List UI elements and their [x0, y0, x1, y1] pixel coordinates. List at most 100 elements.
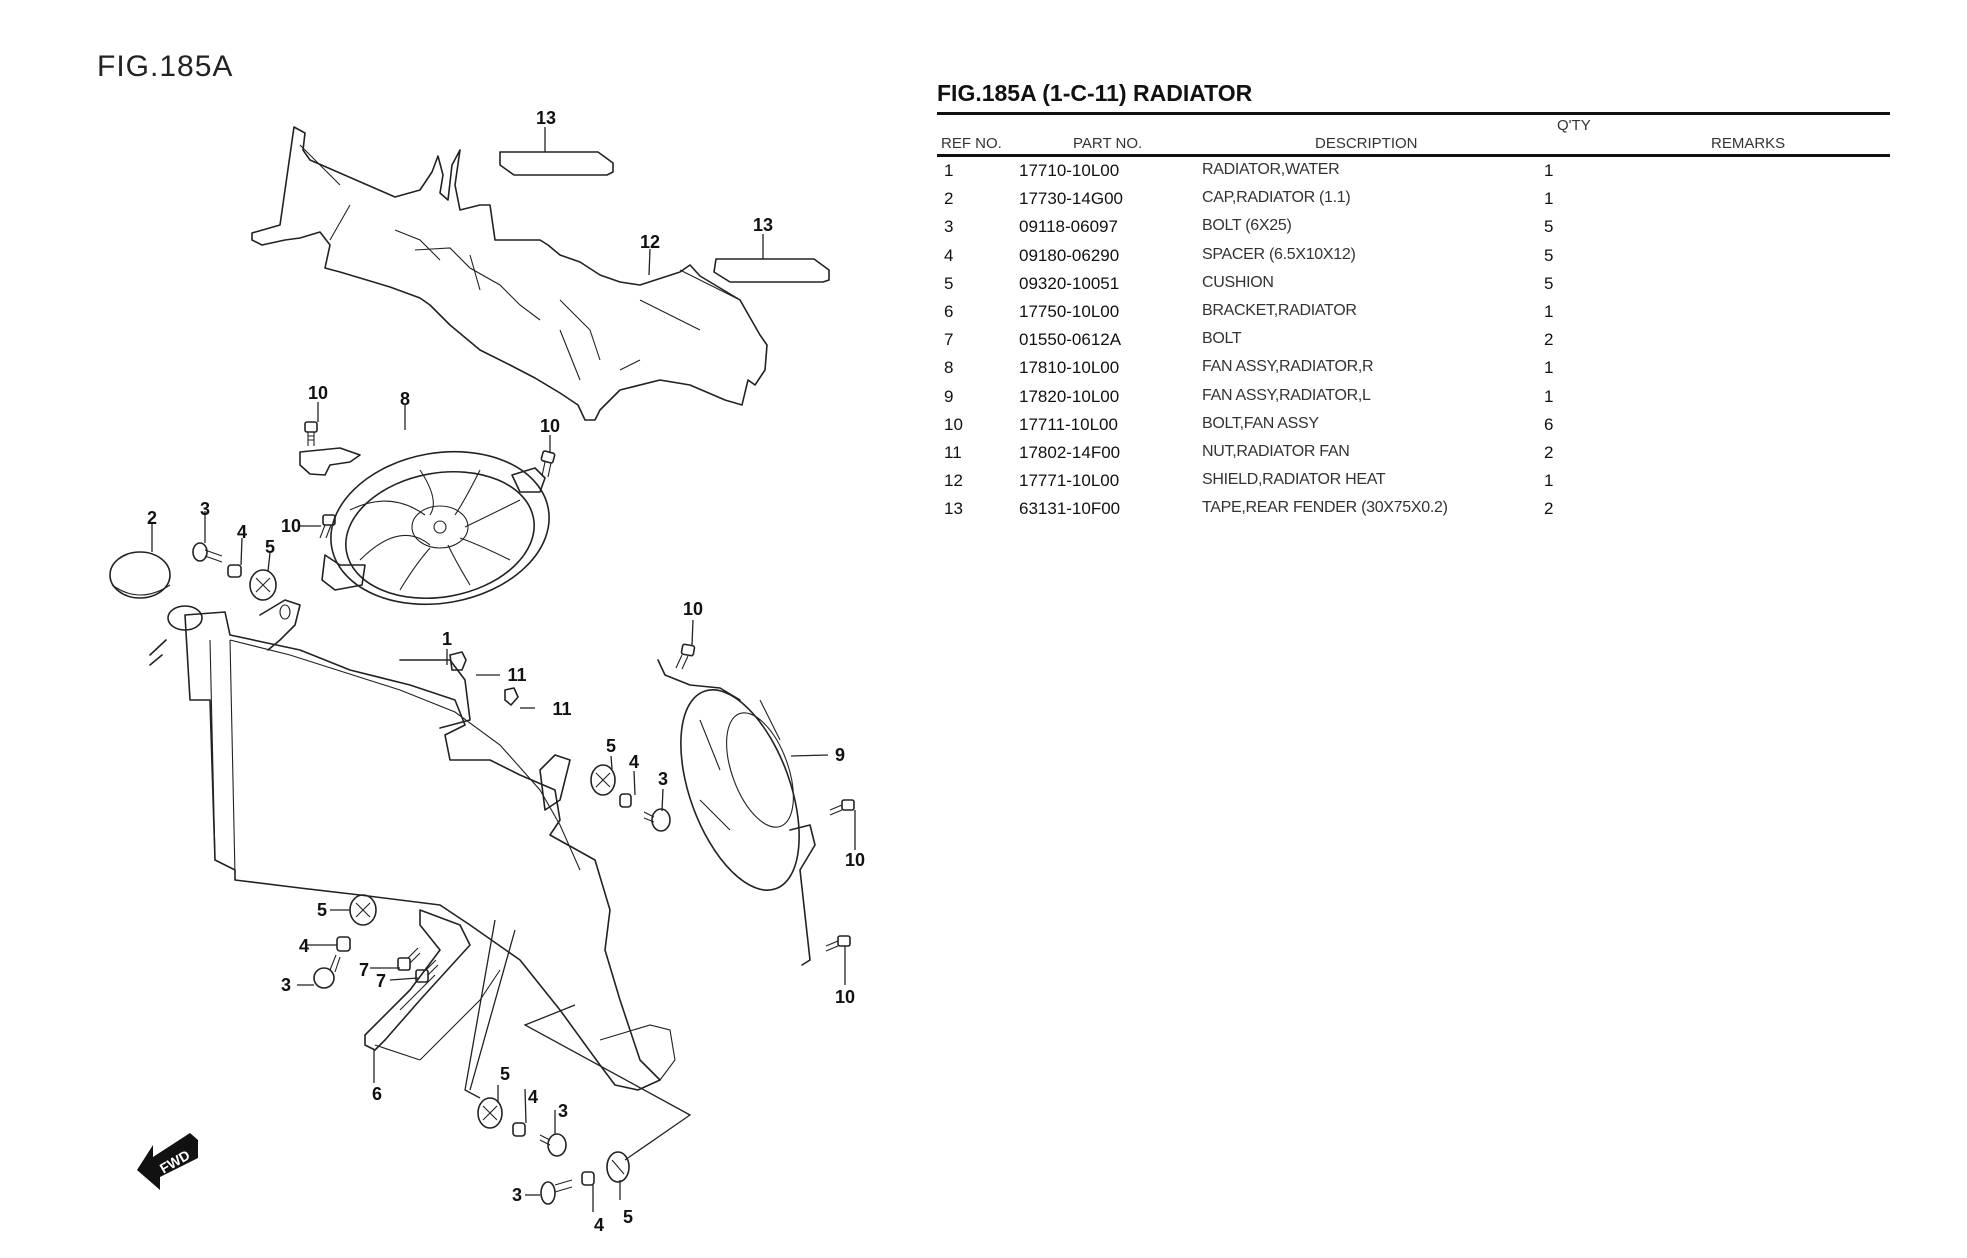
parts-row[interactable]: 12 17771-10L00 SHIELD,RADIATOR HEAT 1 [937, 467, 1890, 495]
qty-cell: 2 [1544, 442, 1554, 462]
parts-row[interactable]: 11 17802-14F00 NUT,RADIATOR FAN 2 [937, 439, 1890, 467]
ref-no-cell: 7 [944, 330, 954, 350]
cushion-right[interactable] [590, 764, 616, 796]
radiator-part[interactable] [149, 599, 676, 1091]
qty-cell: 1 [1544, 161, 1554, 180]
bolt-7-b[interactable] [415, 959, 439, 983]
part-no-cell: 01550-0612A [1019, 330, 1122, 350]
qty-cell: 1 [1544, 358, 1554, 378]
fan-bolt-left-middle[interactable] [829, 799, 855, 816]
callout-11-a: 11 [507, 665, 526, 685]
parts-row[interactable]: 8 17810-10L00 FAN ASSY,RADIATOR,R 1 [937, 354, 1890, 382]
parts-row[interactable]: 9 17820-10L00 FAN ASSY,RADIATOR,L 1 [937, 383, 1890, 411]
bolt-7-a[interactable] [397, 947, 421, 971]
description-cell: CAP,RADIATOR (1.1) [1202, 189, 1351, 207]
ref-no-cell: 5 [944, 273, 954, 293]
bolt-bottom-b[interactable] [540, 1179, 573, 1205]
callout-8: 8 [400, 389, 410, 409]
col-description: DESCRIPTION [1315, 135, 1418, 152]
fan-bolt-upper-left[interactable] [304, 421, 318, 446]
fan-bolt-middle[interactable] [319, 514, 336, 539]
parts-list-rows: 1 17710-10L00 RADIATOR,WATER 1 2 17730-1… [937, 157, 1890, 523]
fan-assy-left-part[interactable] [657, 659, 823, 966]
part-no-cell: 17810-10L00 [1019, 358, 1120, 378]
part-no-cell: 17730-14G00 [1019, 189, 1123, 209]
exploded-parts-diagram: FWD 13 [109, 108, 865, 1235]
bolt-bottom-a[interactable] [539, 1133, 567, 1157]
ref-no-cell: 3 [944, 217, 954, 237]
radiator-bracket-part[interactable] [364, 909, 501, 1061]
part-no-cell: 17750-10L00 [1019, 301, 1120, 321]
callout-9: 9 [835, 745, 845, 765]
guide-lines [464, 919, 692, 1161]
parts-row[interactable]: 2 17730-14G00 CAP,RADIATOR (1.1) 1 [937, 185, 1890, 213]
ref-no-cell: 11 [944, 442, 962, 462]
col-part-no: PART NO. [1073, 135, 1143, 152]
cushion-upper-left[interactable] [249, 569, 277, 601]
fan-bolt-left-bottom[interactable] [825, 935, 851, 952]
part-no-cell: 17710-10L00 [1019, 161, 1120, 180]
fan-nut-lower[interactable] [504, 687, 519, 706]
description-cell: FAN ASSY,RADIATOR,R [1202, 358, 1374, 376]
callout-4-d: 4 [528, 1087, 538, 1107]
parts-row[interactable]: 3 09118-06097 BOLT (6X25) 5 [937, 213, 1890, 241]
ref-no-cell: 12 [944, 471, 963, 491]
ref-no-cell: 2 [944, 189, 954, 209]
callout-5-a: 5 [265, 537, 275, 557]
parts-row[interactable]: 5 09320-10051 CUSHION 5 [937, 270, 1890, 298]
qty-cell: 2 [1544, 330, 1554, 350]
description-cell: SPACER (6.5X10X12) [1202, 245, 1356, 263]
qty-cell: 2 [1544, 499, 1554, 519]
qty-cell: 5 [1544, 273, 1554, 293]
ref-no-cell: 6 [944, 301, 954, 321]
callout-leaders [151, 127, 856, 1212]
col-remarks: REMARKS [1711, 135, 1786, 152]
parts-row[interactable]: 10 17711-10L00 BOLT,FAN ASSY 6 [937, 411, 1890, 439]
parts-row[interactable]: 13 63131-10F00 TAPE,REAR FENDER (30X75X0… [937, 495, 1890, 523]
parts-row[interactable]: 4 09180-06290 SPACER (6.5X10X12) 5 [937, 242, 1890, 270]
bolt-upper-left[interactable] [192, 542, 223, 563]
rear-fender-tape-upper[interactable] [499, 151, 614, 176]
heat-shield-part[interactable] [251, 126, 768, 421]
part-no-cell: 09180-06290 [1019, 245, 1120, 265]
radiator-cap-part[interactable] [109, 551, 171, 599]
cushion-lower-left[interactable] [349, 894, 377, 926]
rear-fender-tape-right[interactable] [713, 258, 830, 283]
parts-row[interactable]: 7 01550-0612A BOLT 2 [937, 326, 1890, 354]
fan-bolt-left-top[interactable] [675, 643, 696, 670]
description-cell: NUT,RADIATOR FAN [1202, 442, 1350, 460]
parts-row[interactable]: 6 17750-10L00 BRACKET,RADIATOR 1 [937, 298, 1890, 326]
callout-4-e: 4 [594, 1215, 604, 1235]
parts-row[interactable]: 1 17710-10L00 RADIATOR,WATER 1 [937, 157, 1890, 185]
qty-cell: 6 [1544, 414, 1554, 434]
part-no-cell: 17771-10L00 [1019, 471, 1120, 491]
qty-cell: 5 [1544, 245, 1554, 265]
bolt-right[interactable] [643, 808, 671, 832]
qty-cell: 1 [1544, 386, 1554, 406]
callout-labels: 13 13 12 10 8 10 2 3 4 5 10 1 11 11 10 5… [147, 108, 865, 1235]
qty-cell: 5 [1544, 217, 1554, 237]
spacer-lower-left[interactable] [336, 936, 351, 952]
fan-bolt-upper-right[interactable] [540, 450, 556, 478]
callout-10-c: 10 [281, 516, 301, 536]
ref-no-cell: 4 [944, 245, 954, 265]
callout-5-c: 5 [317, 900, 327, 920]
callout-11-b: 11 [552, 699, 571, 719]
description-cell: TAPE,REAR FENDER (30X75X0.2) [1202, 499, 1448, 517]
callout-3-b: 3 [658, 769, 668, 789]
fan-nut-upper[interactable] [449, 651, 467, 671]
bolt-lower-left[interactable] [313, 954, 341, 989]
fan-assy-right-part[interactable] [299, 435, 561, 621]
qty-cell: 1 [1544, 471, 1554, 491]
callout-10-d: 10 [683, 599, 703, 619]
spacer-bottom-a[interactable] [512, 1122, 526, 1137]
spacer-bottom-b[interactable] [581, 1171, 595, 1186]
part-no-cell: 17802-14F00 [1019, 442, 1121, 462]
cushion-bottom-b[interactable] [606, 1151, 630, 1183]
description-cell: BOLT [1202, 330, 1242, 348]
spacer-right[interactable] [619, 793, 632, 808]
spacer-upper-left[interactable] [227, 564, 242, 578]
cushion-bottom-a[interactable] [477, 1097, 503, 1129]
description-cell: CUSHION [1202, 273, 1274, 291]
figure-label: FIG.185A [97, 50, 234, 83]
